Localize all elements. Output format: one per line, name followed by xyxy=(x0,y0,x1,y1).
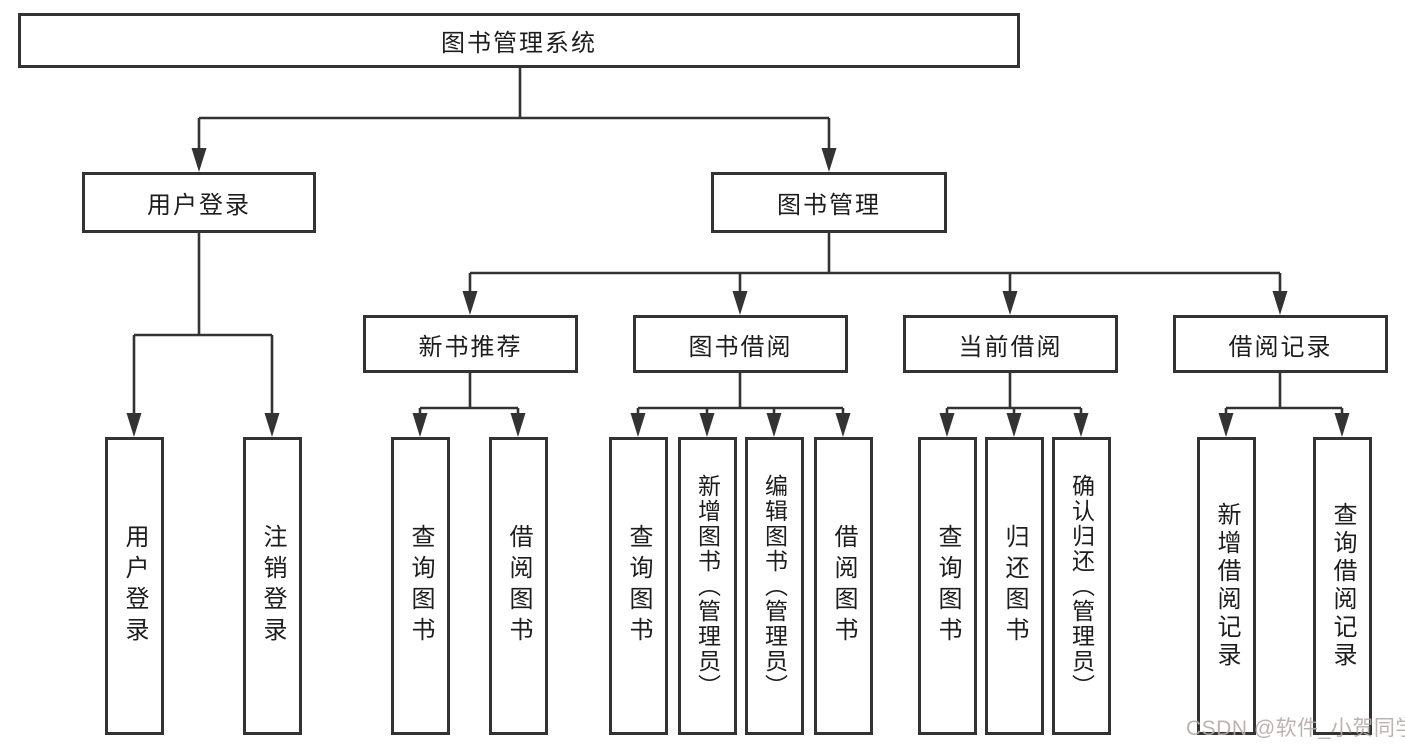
leaf-label: 借阅图书 xyxy=(830,524,857,648)
leaf-label: 编辑图书（管理员） xyxy=(761,473,788,699)
leaf-label: 查询图书 xyxy=(934,524,961,648)
leaf-label: 用户登录 xyxy=(121,524,148,648)
leaf-edit-books-admin: 编辑图书（管理员） xyxy=(745,437,804,735)
leaf-label: 归还图书 xyxy=(1001,524,1028,648)
leaf-borrowing-borrow-books: 借阅图书 xyxy=(814,437,873,735)
leaf-label: 借阅图书 xyxy=(505,524,532,648)
leaf-borrowing-query-books: 查询图书 xyxy=(609,437,668,735)
leaf-logout: 注销登录 xyxy=(243,437,302,735)
node-current-borrowing: 当前借阅 xyxy=(903,315,1118,373)
leaf-query-borrow-record: 查询借阅记录 xyxy=(1313,437,1372,735)
leaf-label: 查询图书 xyxy=(407,524,434,648)
arrowhead-icons xyxy=(126,148,1350,437)
tree-edges xyxy=(132,68,1344,415)
leaf-add-borrow-record: 新增借阅记录 xyxy=(1197,437,1256,735)
node-new-book-recommend: 新书推荐 xyxy=(363,315,578,373)
leaf-label: 新增图书（管理员） xyxy=(694,473,721,699)
node-user-login: 用户登录 xyxy=(82,172,316,233)
leaf-current-query-books: 查询图书 xyxy=(918,437,977,735)
leaf-confirm-return-admin: 确认归还（管理员） xyxy=(1052,437,1111,735)
leaf-label: 确认归还（管理员） xyxy=(1068,473,1095,699)
leaf-recommend-query-books: 查询图书 xyxy=(391,437,450,735)
leaf-recommend-borrow-books: 借阅图书 xyxy=(489,437,548,735)
node-book-management: 图书管理 xyxy=(711,172,947,233)
leaf-label: 新增借阅记录 xyxy=(1213,502,1240,670)
leaf-return-books: 归还图书 xyxy=(985,437,1044,735)
csdn-watermark: CSDN @软件_小贺同学 xyxy=(1186,717,1405,740)
leaf-label: 查询图书 xyxy=(625,524,652,648)
leaf-user-login: 用户登录 xyxy=(105,437,164,735)
leaf-label: 查询借阅记录 xyxy=(1329,502,1356,670)
node-root: 图书管理系统 xyxy=(18,13,1020,68)
leaf-add-books-admin: 新增图书（管理员） xyxy=(678,437,737,735)
node-borrow-records: 借阅记录 xyxy=(1173,315,1388,373)
leaf-label: 注销登录 xyxy=(259,524,286,648)
node-book-borrowing: 图书借阅 xyxy=(633,315,848,373)
